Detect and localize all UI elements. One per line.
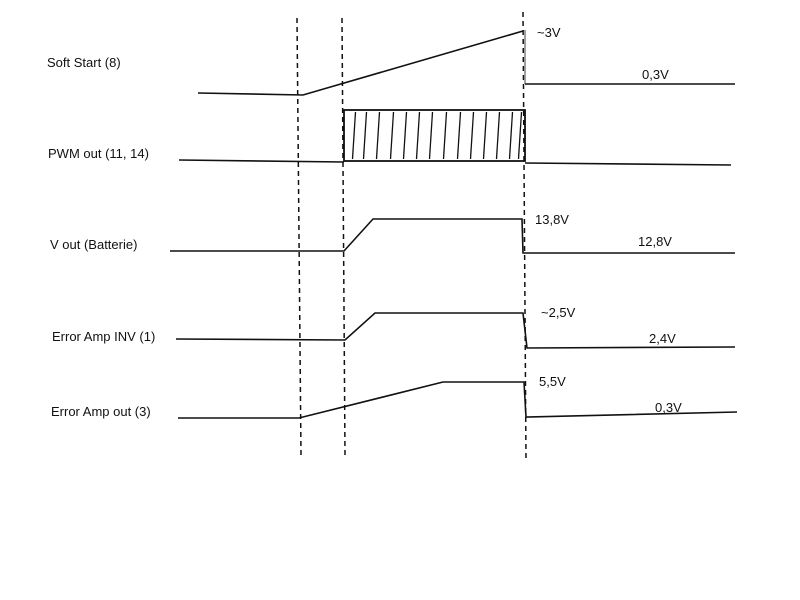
time-marker-2 (341, 17, 346, 456)
pwm-hatch-line (469, 111, 475, 160)
soft-start-low-value: 0,3V (642, 67, 669, 82)
v-out-label: V out (Batterie) (50, 237, 137, 252)
soft-start-trace (197, 30, 524, 96)
pwm-hatch-line (389, 111, 395, 160)
pwm-burst-box (343, 109, 526, 162)
soft-start-label: Soft Start (8) (47, 55, 121, 70)
pwm-hatch-lines (351, 111, 523, 160)
pwm-hatch-line (362, 111, 368, 160)
error-amp-out-trace (178, 381, 738, 419)
error-amp-inv-row: Error Amp INV (1) ~2,5V 2,4V (52, 305, 736, 349)
pwm-out-after (524, 162, 732, 166)
pwm-hatch-line (402, 111, 408, 160)
pwm-hatch-line (375, 111, 381, 160)
error-amp-out-row: Error Amp out (3) 5,5V 0,3V (51, 374, 738, 419)
v-out-trace (170, 218, 735, 254)
v-out-high-value: 13,8V (535, 212, 569, 227)
pwm-hatch-line (495, 111, 501, 160)
error-amp-inv-trace (175, 312, 736, 349)
error-amp-inv-low-value: 2,4V (649, 331, 676, 346)
soft-start-peak-value: ~3V (537, 25, 561, 40)
pwm-hatch-line (351, 111, 357, 160)
error-amp-inv-label: Error Amp INV (1) (52, 329, 155, 344)
pwm-hatch-line (508, 111, 514, 160)
time-marker-3 (522, 11, 527, 461)
pwm-hatch-line (442, 111, 448, 160)
pwm-hatch-line (428, 111, 434, 160)
error-amp-out-high-value: 5,5V (539, 374, 566, 389)
soft-start-row: Soft Start (8) ~3V 0,3V (47, 25, 735, 96)
pwm-hatch-line (415, 111, 421, 160)
error-amp-out-label: Error Amp out (3) (51, 404, 151, 419)
error-amp-inv-high-value: ~2,5V (541, 305, 576, 320)
v-out-row: V out (Batterie) 13,8V 12,8V (50, 212, 735, 254)
time-marker-1 (296, 17, 302, 456)
v-out-low-value: 12,8V (638, 234, 672, 249)
pwm-hatch-line (456, 111, 462, 160)
error-amp-out-low-value: 0,3V (655, 400, 682, 415)
pwm-out-before (178, 159, 345, 163)
pwm-out-label: PWM out (11, 14) (48, 146, 149, 161)
pwm-hatch-line (517, 111, 523, 160)
pwm-out-row: PWM out (11, 14) (48, 109, 732, 166)
pwm-hatch-line (482, 111, 488, 160)
